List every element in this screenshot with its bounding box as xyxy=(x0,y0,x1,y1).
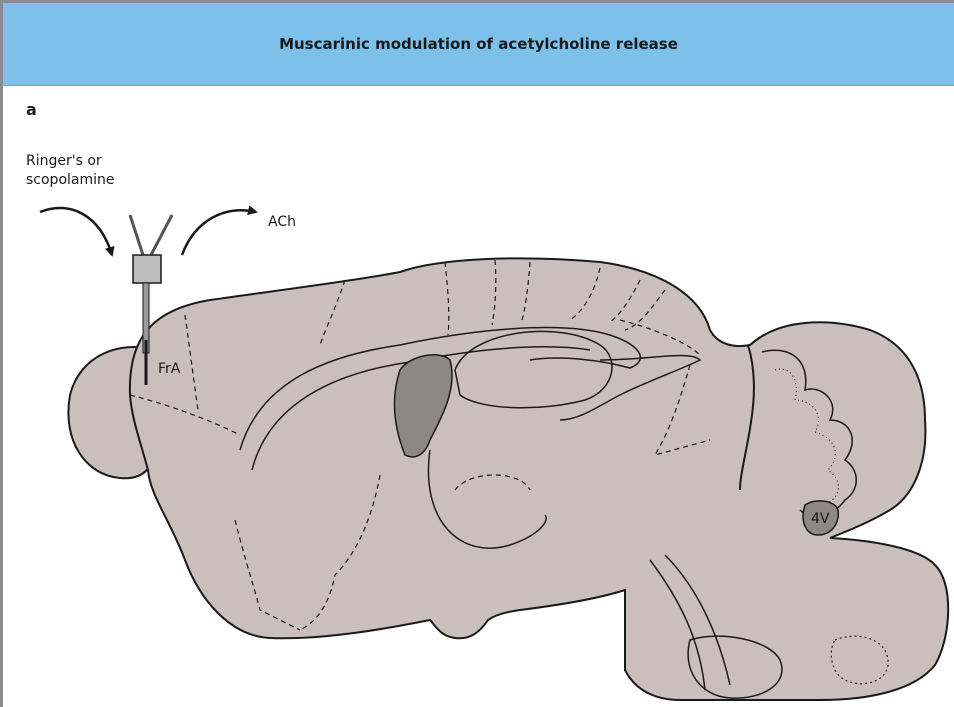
region-label-fra: FrA xyxy=(158,360,180,379)
inflow-arrow xyxy=(40,208,112,255)
ventricle-label-4v: 4V xyxy=(811,510,829,529)
outflow-arrow xyxy=(182,210,256,255)
infusion-label-line2: scopolamine xyxy=(26,171,115,190)
ach-label: ACh xyxy=(268,213,296,232)
infusion-label-line1: Ringer's or xyxy=(26,152,102,171)
brain-outline xyxy=(130,258,948,700)
